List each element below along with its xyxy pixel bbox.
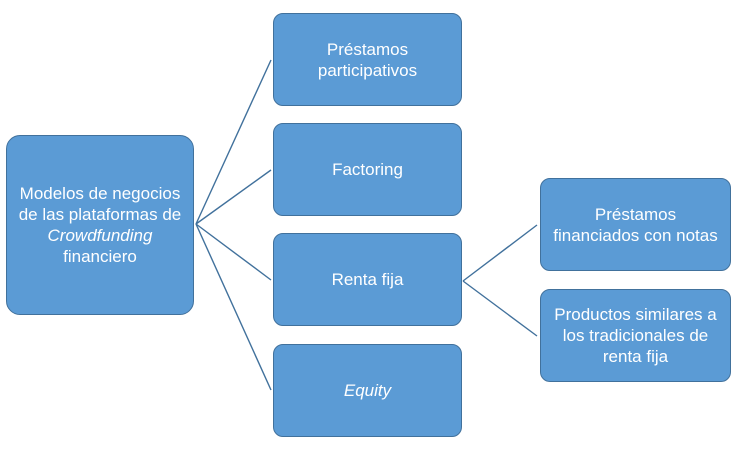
- node-productos-line-2: los tradicionales de: [562, 326, 709, 345]
- node-renta-fija: Renta fija: [273, 233, 462, 326]
- node-productos-similares: Productos similares a los tradicionales …: [540, 289, 731, 382]
- node-prestamos-line-1: Préstamos: [326, 39, 409, 59]
- node-productos-line-1: Productos similares a: [554, 305, 717, 324]
- root-line-3: Crowdfunding: [47, 226, 153, 245]
- node-prestamos-financiados-notas: Préstamos financiados con notas: [540, 178, 731, 271]
- root-node-text: Modelos de negocios de las plataformas d…: [19, 183, 182, 267]
- node-prestamos-participativos-text: Préstamos participativos: [318, 39, 417, 81]
- node-prestamos-notas-line-2: financiados con notas: [553, 225, 718, 245]
- node-prestamos-notas-line-1: Préstamos: [594, 204, 677, 224]
- connector-renta-prestamos-notas: [462, 224, 538, 282]
- node-productos-similares-text: Productos similares a los tradicionales …: [554, 304, 717, 367]
- node-prestamos-line-2: participativos: [317, 60, 418, 80]
- root-line-2: de las plataformas de: [18, 205, 182, 224]
- root-line-4: financiero: [63, 247, 137, 266]
- node-equity-label: Equity: [343, 381, 392, 400]
- connector-root-factoring: [195, 169, 272, 225]
- connector-root-renta-fija: [195, 223, 272, 281]
- node-prestamos-notas-text: Préstamos financiados con notas: [553, 204, 717, 246]
- connector-root-equity: [195, 223, 272, 391]
- root-line-1: Modelos de negocios: [19, 184, 181, 203]
- node-prestamos-participativos: Préstamos participativos: [273, 13, 462, 106]
- connector-renta-productos: [462, 280, 538, 337]
- connector-root-prestamos: [195, 59, 272, 225]
- node-productos-line-3: renta fija: [602, 347, 669, 366]
- root-node: Modelos de negocios de las plataformas d…: [6, 135, 194, 315]
- node-equity: Equity: [273, 344, 462, 437]
- node-factoring-label: Factoring: [332, 160, 403, 179]
- node-renta-fija-label: Renta fija: [331, 270, 404, 289]
- node-factoring: Factoring: [273, 123, 462, 216]
